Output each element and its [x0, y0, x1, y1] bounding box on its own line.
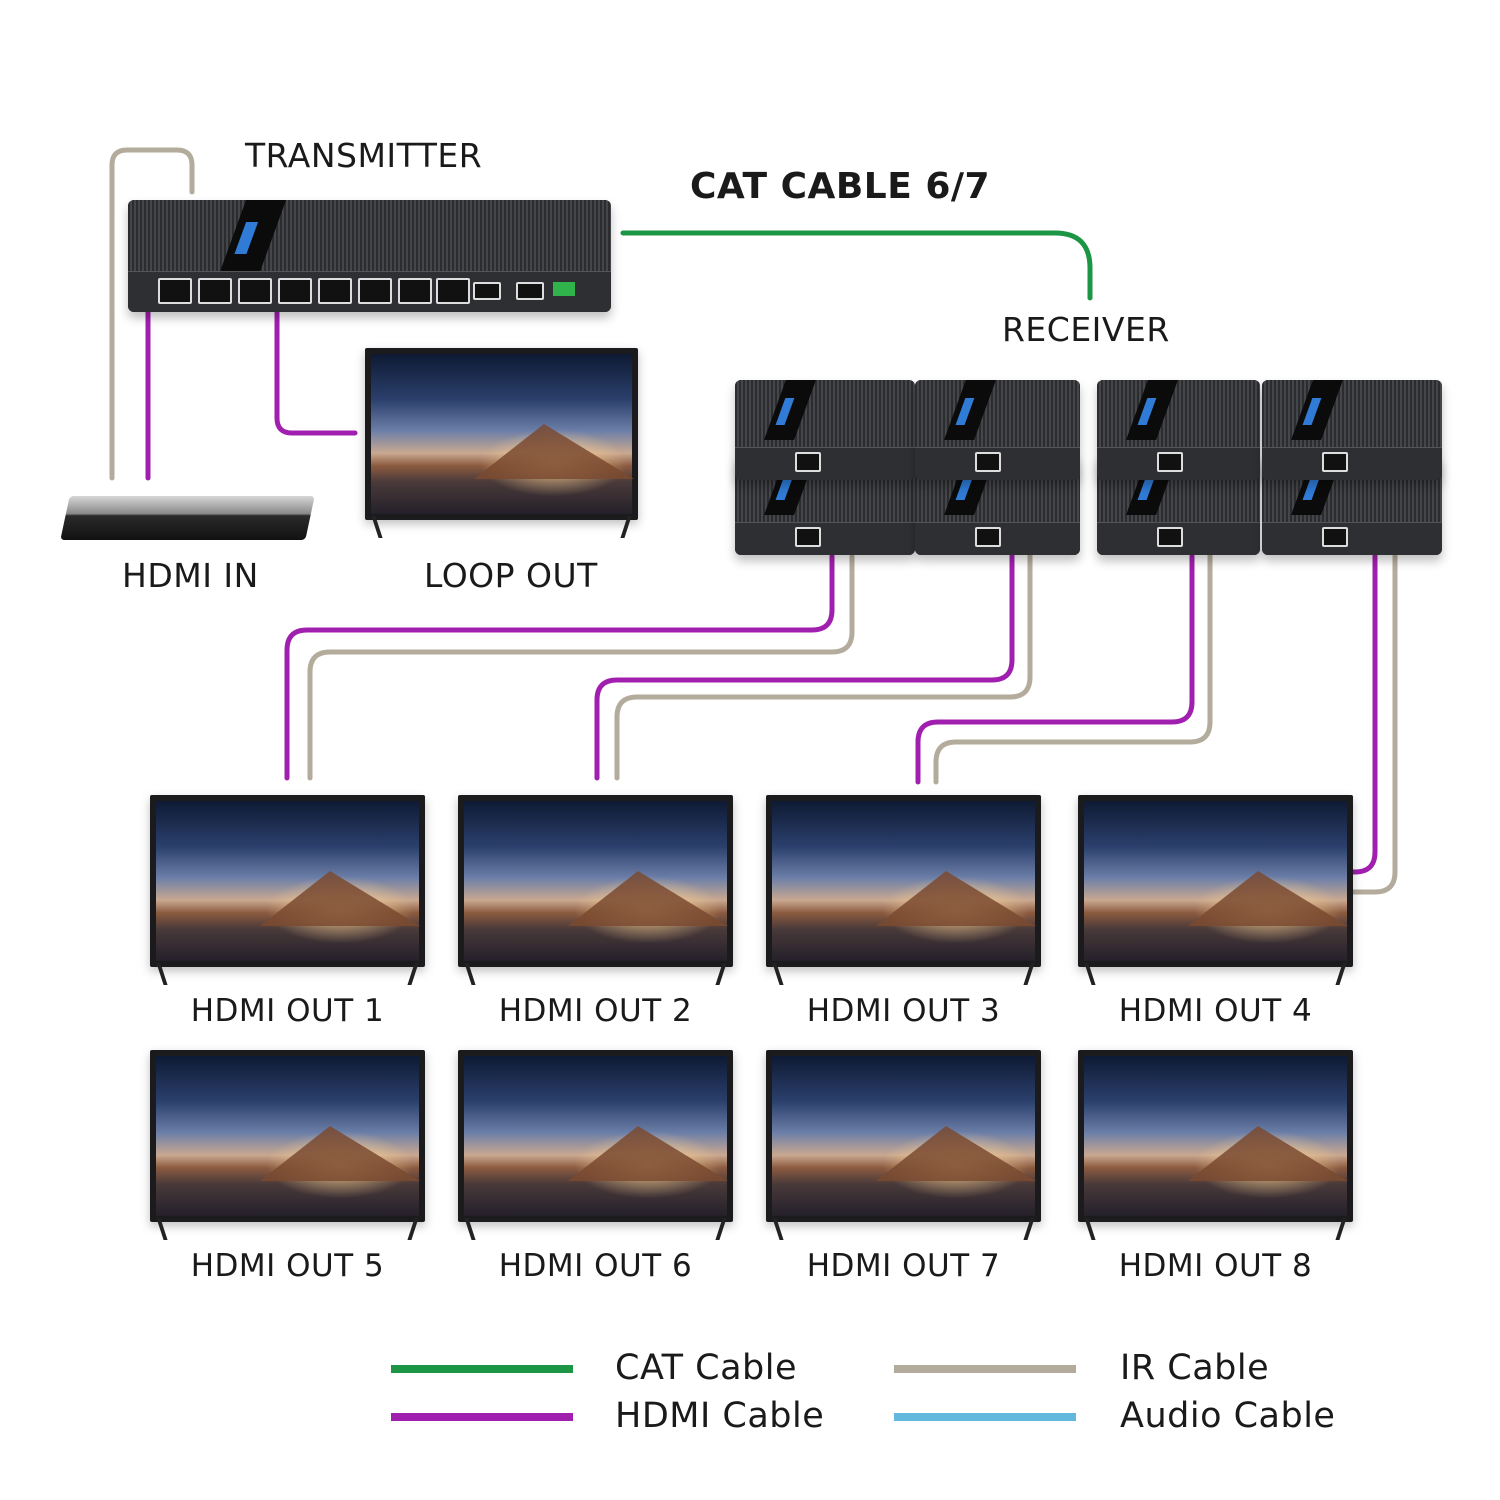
hdmi-cable-loop-out — [274, 309, 358, 436]
hdmi-cable-out-1 — [284, 553, 835, 781]
output-tv-3 — [766, 795, 1041, 985]
ir-cable-out-1 — [307, 553, 855, 781]
output-tv-6 — [458, 1050, 733, 1240]
legend-swatch-audio — [894, 1413, 1076, 1421]
hdmi-cable-out-4 — [1349, 553, 1378, 875]
cat-cable-label: CAT CABLE 6/7 — [690, 166, 991, 207]
hdmi-out-label-5: HDMI OUT 5 — [190, 1248, 385, 1284]
receiver-device — [915, 380, 1080, 480]
output-tv-4 — [1078, 795, 1353, 985]
receiver-device — [1262, 380, 1442, 480]
loop-out-label: LOOP OUT — [424, 556, 598, 595]
hdmi-out-label-8: HDMI OUT 8 — [1118, 1248, 1313, 1284]
receiver-device — [735, 380, 915, 480]
output-tv-7 — [766, 1050, 1041, 1240]
hdmi-cable-out-3 — [915, 553, 1195, 785]
output-tv-8 — [1078, 1050, 1353, 1240]
receiver-device — [1097, 380, 1260, 480]
legend-swatch-ir — [894, 1365, 1076, 1373]
hdmi-in-label: HDMI IN — [122, 556, 259, 595]
legend-swatch-cat — [391, 1365, 573, 1373]
hdmi-out-label-7: HDMI OUT 7 — [806, 1248, 1001, 1284]
legend-label-hdmi: HDMI Cable — [615, 1396, 825, 1436]
hdmi-out-label-3: HDMI OUT 3 — [806, 993, 1001, 1029]
ir-cable-out-4 — [1349, 553, 1398, 895]
receiver-label: RECEIVER — [1002, 310, 1170, 349]
ir-cable-out-2 — [614, 553, 1033, 781]
cat-cable — [620, 230, 1093, 301]
ir-cable-out-3 — [933, 553, 1213, 785]
transmitter-device — [128, 200, 611, 312]
output-tv-2 — [458, 795, 733, 985]
hdmi-cable-out-2 — [594, 553, 1015, 781]
hdmi-out-label-6: HDMI OUT 6 — [498, 1248, 693, 1284]
hdmi-source-player — [60, 496, 315, 540]
legend-label-audio: Audio Cable — [1120, 1396, 1336, 1436]
legend-swatch-hdmi — [391, 1413, 573, 1421]
loop-out-tv — [365, 348, 638, 538]
legend-label-cat: CAT Cable — [615, 1348, 798, 1388]
output-tv-1 — [150, 795, 425, 985]
transmitter-label: TRANSMITTER — [245, 136, 483, 175]
ir-cable-hdmi-in — [109, 147, 195, 481]
hdmi-out-label-1: HDMI OUT 1 — [190, 993, 385, 1029]
hdmi-out-label-2: HDMI OUT 2 — [498, 993, 693, 1029]
hdmi-out-label-4: HDMI OUT 4 — [1118, 993, 1313, 1029]
legend-label-ir: IR Cable — [1120, 1348, 1270, 1388]
output-tv-5 — [150, 1050, 425, 1240]
